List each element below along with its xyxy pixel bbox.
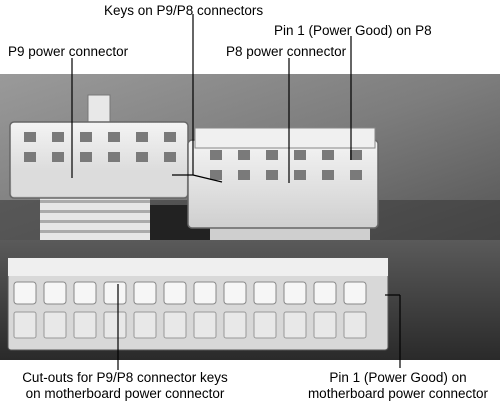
p9-connector <box>9 94 189 199</box>
label-p8-connector: P8 power connector <box>226 44 347 59</box>
label-pin1-motherboard-line1: Pin 1 (Power Good) on <box>329 370 467 385</box>
label-pin1-on-p8: Pin 1 (Power Good) on P8 <box>274 23 432 38</box>
leader-lines <box>71 14 401 370</box>
label-cutouts-line1: Cut-outs for P9/P8 connector keys <box>22 370 228 385</box>
label-cutouts-line2: on motherboard power connector <box>25 386 225 401</box>
label-p9-connector: P9 power connector <box>8 44 129 59</box>
label-pin1-motherboard-line2: motherboard power connector <box>307 386 489 401</box>
p8-connector <box>187 127 379 229</box>
label-keys-on-connectors: Keys on P9/P8 connectors <box>104 3 264 18</box>
motherboard-power-connector <box>7 257 389 351</box>
